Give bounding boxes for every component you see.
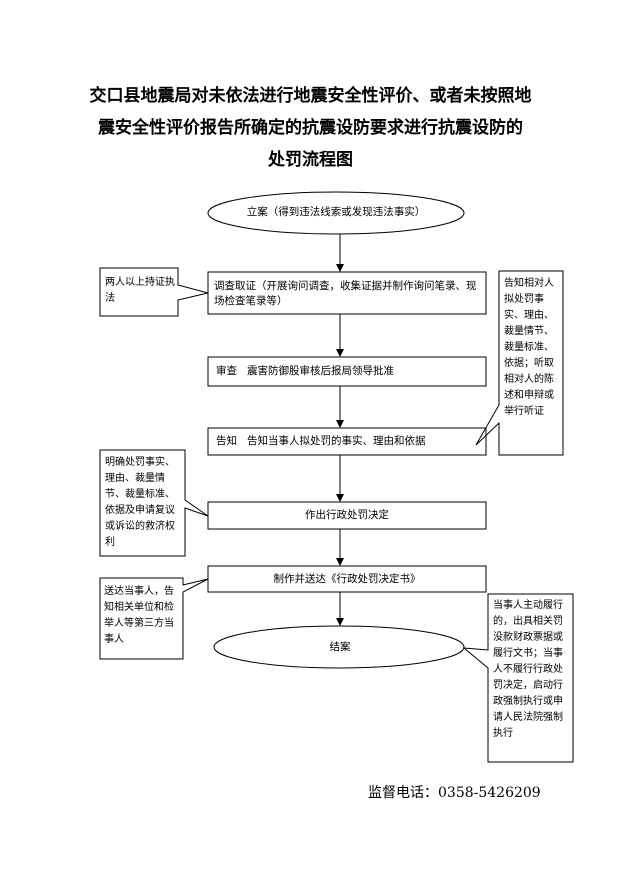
title-line-2: 震安全性评价报告所确定的抗震设防要求进行抗震设防的 (98, 118, 523, 138)
supervision-phone: 监督电话：0358-5426209 (368, 785, 541, 801)
end-ellipse (213, 625, 465, 669)
note-inform-party: 告知相对人拟处罚事实、理由、裁量情节、裁量标准、依据；听取相对人的陈述和申辩或举… (504, 278, 554, 417)
title-line-1: 交口县地震局对未依法进行地震安全性评价、或者未按照地 (89, 86, 532, 106)
callout-send (99, 577, 209, 660)
title-line-3: 处罚流程图 (268, 150, 353, 170)
notify-box (207, 427, 487, 456)
start-label: 立案（得到违法线索或发现违法事实） (246, 206, 426, 218)
callout-enforce (462, 593, 574, 763)
note-clarify: 明确处罚事实、理由、裁量情节、裁量标准、依据及申请复议或诉讼的救济权利 (105, 457, 175, 548)
deliver-label: 制作并送达《行政处罚决定书》 (273, 573, 421, 585)
investigate-label: 调查取证（开展询问调查，收集证据并制作询问笔录、现场检查笔录等） (214, 280, 477, 307)
note-enforce: 当事人主动履行的，出具相关罚没款财政票据或履行文书；当事人不履行行政处罚决定，启… (493, 600, 563, 739)
note-send: 送达当事人，告知相关单位和检举人等第三方当事人 (104, 586, 174, 645)
note-two-people: 两人以上持证执法 (105, 277, 175, 304)
notify-label: 告知 告知当事人拟处罚的事实、理由和依据 (216, 435, 426, 447)
callout-clarify (99, 449, 209, 557)
start-ellipse (207, 191, 465, 235)
end-label: 结案 (329, 641, 351, 653)
review-box (207, 356, 487, 387)
callout-inform-party (475, 270, 564, 456)
review-label: 审查 震害防御股审核后报局领导批准 (216, 365, 395, 377)
decision-label: 作出行政处罚决定 (305, 509, 389, 521)
callout-two-people (99, 267, 209, 317)
